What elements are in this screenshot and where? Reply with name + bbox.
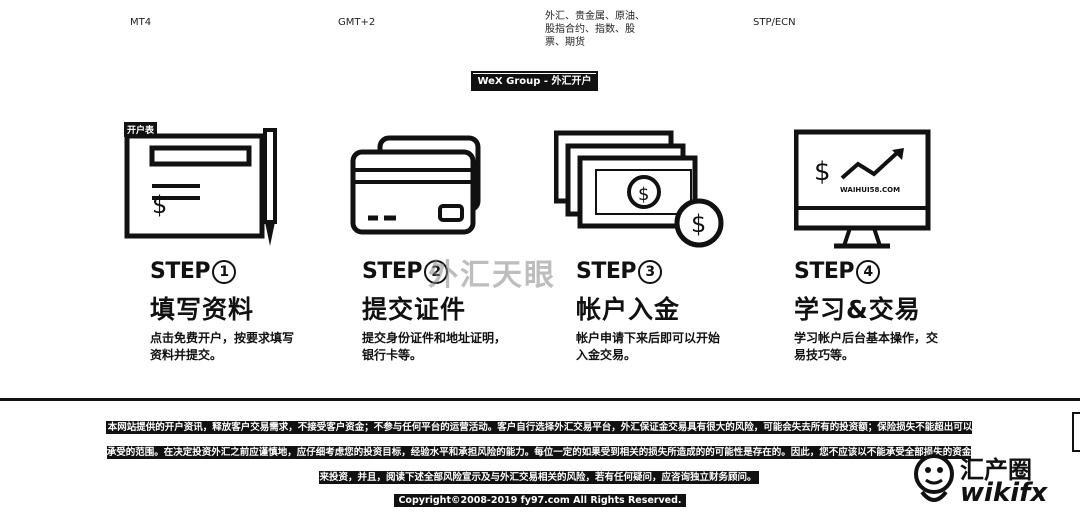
- step-2-text: STEP: [362, 259, 423, 284]
- svg-text:$: $: [152, 191, 167, 219]
- step-1-number: 1: [212, 259, 237, 284]
- step-4-desc: 学习帐户后台基本操作，交易技巧等。: [794, 331, 939, 362]
- step-4-text: STEP: [794, 259, 855, 284]
- copyright-text: Copyright©2008-2019 fy97.com All Rights …: [394, 494, 686, 507]
- open-account-button[interactable]: WeX Group - 外汇开户: [471, 71, 598, 91]
- step-4: $ WAIHUI58.COM STEP 4 学习&交易 学习帐户后台基本操作，交…: [794, 118, 994, 368]
- step-3: $ $ STEP 3 帐户入金 帐户申请下来后即可以开始入金交易。: [554, 118, 776, 368]
- step-3-desc: 帐户申请下来后即可以开始入金交易。: [576, 331, 721, 362]
- step-3-label: STEP 3: [576, 259, 663, 284]
- step-2-number: 2: [424, 259, 449, 284]
- mascot-icon: [914, 454, 954, 502]
- step-3-text: STEP: [576, 259, 637, 284]
- step-1-text: STEP: [150, 259, 211, 284]
- watermark: 外汇天眼: [428, 258, 556, 293]
- form-badge: 开户表: [124, 122, 158, 137]
- open-account-label: WeX Group - 外汇开户: [473, 73, 596, 89]
- cash-deposit-icon: $ $: [554, 130, 724, 248]
- step-4-number: 4: [856, 259, 881, 284]
- svg-text:$: $: [638, 184, 649, 205]
- copyright: Copyright©2008-2019 fy97.com All Rights …: [0, 494, 1080, 507]
- step-3-title: 帐户入金: [576, 295, 681, 324]
- step-3-number: 3: [638, 259, 663, 284]
- step-2-label: STEP 2: [362, 259, 449, 284]
- step-1-label: STEP 1: [150, 259, 237, 284]
- screen-brand: WAIHUI58.COM: [840, 186, 900, 194]
- step-1-desc: 点击免费开户，按要求填写资料并提交。: [150, 331, 295, 362]
- execution-info: STP/ECN: [753, 17, 796, 28]
- step-2-title: 提交证件: [362, 295, 467, 324]
- risk-disclaimer: 本网站提供的开户资讯，释放客户交易需求，不接受客户资金；不参与任何平台的运营活动…: [104, 415, 974, 490]
- step-2-desc: 提交身份证件和地址证明，银行卡等。: [362, 331, 507, 362]
- step-1-title: 填写资料: [150, 295, 255, 324]
- step-4-label: STEP 4: [794, 259, 881, 284]
- corner-logo-sub: wikifx: [960, 478, 1048, 508]
- info-row: MT4 GMT+2 外汇、贵金属、原油、股指合约、指数、股票、期货 STP/EC…: [0, 8, 1080, 48]
- svg-text:$: $: [814, 157, 831, 187]
- check-form-icon: $: [124, 128, 277, 246]
- step-4-title: 学习&交易: [794, 295, 921, 324]
- monitor-chart-icon: $ WAIHUI58.COM: [794, 129, 931, 249]
- timezone-info: GMT+2: [338, 17, 376, 28]
- products-info: 外汇、贵金属、原油、股指合约、指数、股票、期货: [545, 11, 645, 48]
- step-1: $ 开户表 STEP 1 填写资料 点击免费开户，按要求填写资料并提交。: [124, 118, 350, 368]
- footer: 本网站提供的开户资讯，释放客户交易需求，不接受客户资金；不参与任何平台的运营活动…: [0, 398, 1080, 531]
- disclaimer-text: 本网站提供的开户资讯，释放客户交易需求，不接受客户资金；不参与任何平台的运营活动…: [105, 421, 973, 484]
- id-card-icon: [350, 135, 481, 235]
- corner-logo-text: 汇产圈: [960, 456, 1032, 484]
- side-tab[interactable]: [1072, 412, 1080, 452]
- platform-info: MT4: [130, 17, 152, 28]
- svg-text:$: $: [691, 210, 706, 238]
- corner-logo: 汇产圈 wikifx: [912, 448, 1072, 518]
- step-2: STEP 2 提交证件 提交身份证件和地址证明，银行卡等。: [350, 118, 562, 368]
